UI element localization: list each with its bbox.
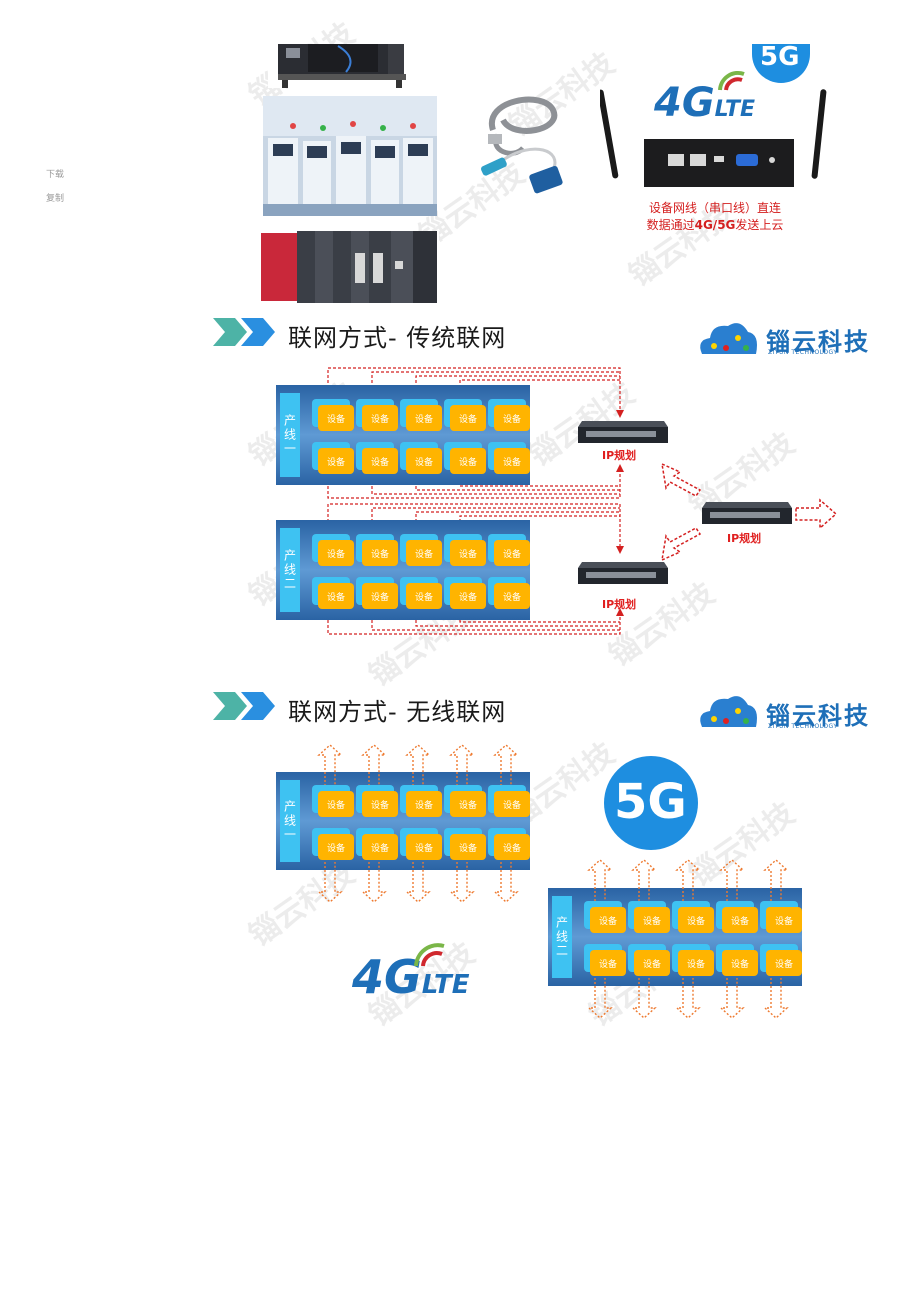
device-tile: 设备 — [488, 399, 530, 433]
logo-sub: ZIYUN TECHNOLOGY — [768, 349, 838, 356]
logo-cloud-icon — [696, 318, 760, 362]
device-tile: 设备 — [400, 399, 442, 433]
device-tile: 设备 — [400, 442, 442, 476]
device-tile: 设备 — [312, 828, 354, 862]
device-tile: 设备 — [488, 785, 530, 819]
device-tile: 设备 — [584, 944, 626, 978]
switch-core — [702, 502, 792, 530]
upload-arrow — [763, 859, 789, 905]
machine-photo — [268, 44, 428, 88]
download-arrow — [317, 862, 343, 903]
logo-sub: ZIYUN TECHNOLOGY — [768, 723, 838, 730]
plc-photo — [261, 231, 439, 303]
section2-title: 联网方式- 无线联网 — [288, 698, 507, 726]
upload-arrow — [361, 744, 387, 790]
device-tile: 设备 — [400, 828, 442, 862]
device-tile: 设备 — [444, 399, 486, 433]
logo-cloud-icon — [696, 691, 760, 735]
device-tile: 设备 — [312, 785, 354, 819]
device-tile: 设备 — [672, 901, 714, 935]
download-arrow — [631, 978, 657, 1019]
switch-top — [578, 421, 668, 449]
ip-label-bottom: IP规划 — [602, 598, 637, 611]
cable-photo — [473, 90, 573, 210]
device-tile: 设备 — [444, 534, 486, 568]
copy-link[interactable]: 复制 — [46, 194, 65, 204]
ip-label-top: IP规划 — [602, 449, 637, 462]
download-arrow — [719, 978, 745, 1019]
router-device — [597, 44, 830, 194]
upload-arrow — [317, 744, 343, 790]
logo-name: 锱云科技 — [766, 328, 870, 356]
upload-arrow — [631, 859, 657, 905]
device-tile: 设备 — [488, 534, 530, 568]
device-tile: 设备 — [312, 399, 354, 433]
badge-5g-large: 5G — [604, 756, 698, 850]
device-tile: 设备 — [488, 577, 530, 611]
download-arrow — [361, 862, 387, 903]
signal-icon — [718, 70, 748, 96]
device-tile: 设备 — [628, 944, 670, 978]
device-tile: 设备 — [400, 534, 442, 568]
download-arrow — [493, 862, 519, 903]
device-tile: 设备 — [716, 944, 758, 978]
upload-arrow — [675, 859, 701, 905]
download-arrow — [587, 978, 613, 1019]
download-arrow — [449, 862, 475, 903]
device-tile: 设备 — [312, 534, 354, 568]
device-tile: 设备 — [760, 944, 802, 978]
switch-bottom — [578, 562, 668, 590]
upload-arrow — [493, 744, 519, 790]
section1-title: 联网方式- 传统联网 — [288, 324, 507, 352]
device-tile: 设备 — [628, 901, 670, 935]
download-link[interactable]: 下载 — [46, 170, 65, 180]
chevron-icon — [213, 692, 277, 724]
device-tile: 设备 — [312, 577, 354, 611]
device-tile: 设备 — [356, 828, 398, 862]
chevron-icon — [213, 318, 277, 350]
badge-5g-small: 5G — [752, 42, 810, 84]
brand-4g-lte-large: 4GLTE — [352, 950, 470, 1004]
upload-arrow — [449, 744, 475, 790]
logo-name: 锱云科技 — [766, 702, 870, 730]
device-tile: 设备 — [488, 828, 530, 862]
device-tile: 设备 — [356, 785, 398, 819]
device-tile: 设备 — [672, 944, 714, 978]
device-tile: 设备 — [584, 901, 626, 935]
device-tile: 设备 — [312, 442, 354, 476]
signal-icon — [414, 942, 448, 972]
upload-arrow — [405, 744, 431, 790]
device-tile: 设备 — [716, 901, 758, 935]
device-tile: 设备 — [356, 577, 398, 611]
device-tile: 设备 — [444, 442, 486, 476]
device-tile: 设备 — [760, 901, 802, 935]
device-tile: 设备 — [356, 534, 398, 568]
device-tile: 设备 — [444, 828, 486, 862]
brand-4g-lte: 4GLTE — [654, 80, 756, 126]
download-arrow — [675, 978, 701, 1019]
device-tile: 设备 — [488, 442, 530, 476]
device-tile: 设备 — [356, 399, 398, 433]
upload-arrow — [587, 859, 613, 905]
device-tile: 设备 — [356, 442, 398, 476]
download-arrow — [763, 978, 789, 1019]
device-tile: 设备 — [400, 577, 442, 611]
download-arrow — [405, 862, 431, 903]
ip-label-core: IP规划 — [727, 532, 762, 545]
top-caption: 设备网线（串口线）直连 数据通过4G/5G发送上云 — [646, 201, 784, 232]
device-tile: 设备 — [444, 577, 486, 611]
connection-lines — [327, 367, 838, 635]
device-tile: 设备 — [444, 785, 486, 819]
factory-photo — [263, 96, 437, 216]
device-tile: 设备 — [400, 785, 442, 819]
upload-arrow — [719, 859, 745, 905]
